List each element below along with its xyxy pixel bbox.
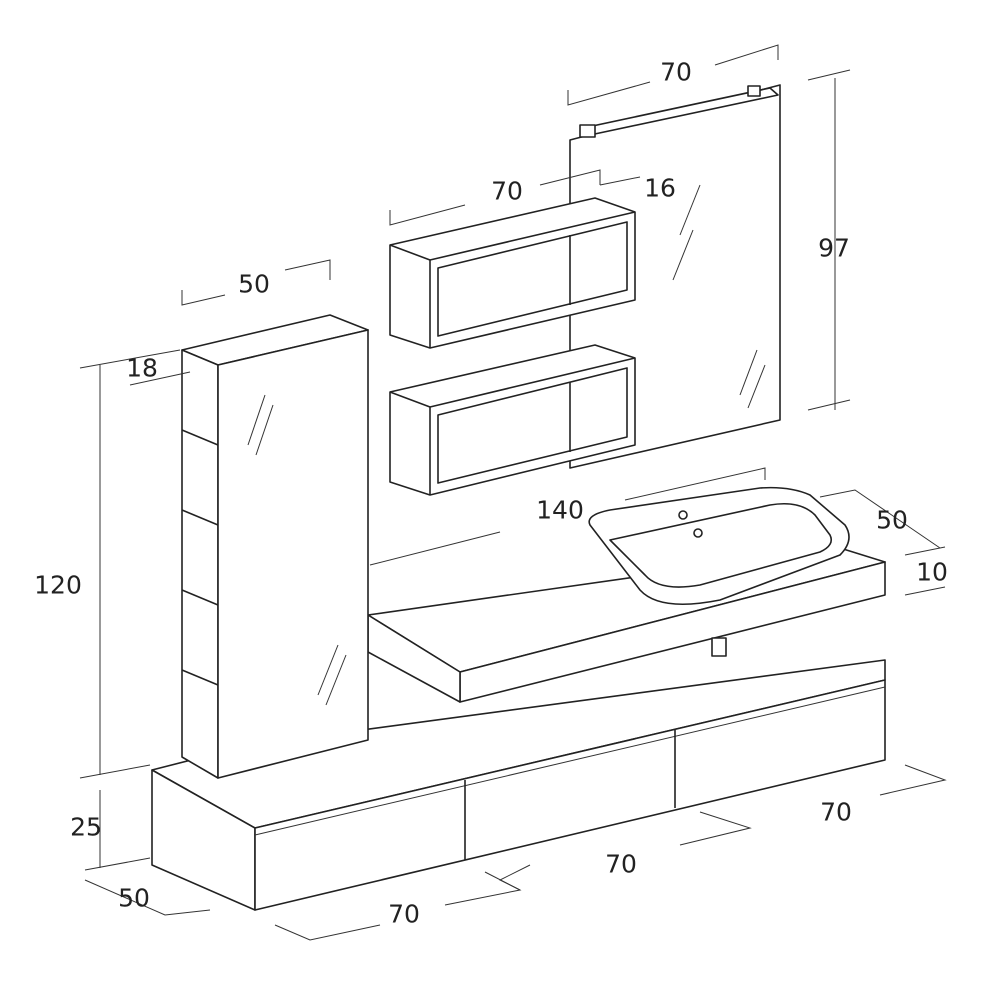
column-width-label: 50 — [238, 269, 270, 299]
shelf-depth-label: 16 — [644, 173, 676, 203]
top-thickness-label: 10 — [916, 557, 948, 587]
column-depth-label: 18 — [126, 353, 158, 383]
shelf-width-label: 70 — [491, 176, 523, 206]
upper-shelf — [389, 197, 636, 349]
tall-column — [181, 314, 369, 779]
drawer-1-width-label: 70 — [388, 899, 420, 929]
top-width-label: 140 — [536, 495, 584, 525]
sink — [588, 486, 850, 605]
top-depth-label: 50 — [876, 505, 908, 535]
base-height-label: 25 — [70, 812, 102, 842]
column-height-label: 120 — [34, 570, 82, 600]
lower-shelf — [389, 344, 636, 496]
mirror-width-label: 70 — [660, 57, 692, 87]
mirror-height-label: 97 — [818, 233, 850, 263]
drawer-2-width-label: 70 — [605, 849, 637, 879]
dimension-lines — [79, 44, 947, 941]
base-depth-label: 50 — [118, 883, 150, 913]
drawer-3-width-label: 70 — [820, 797, 852, 827]
